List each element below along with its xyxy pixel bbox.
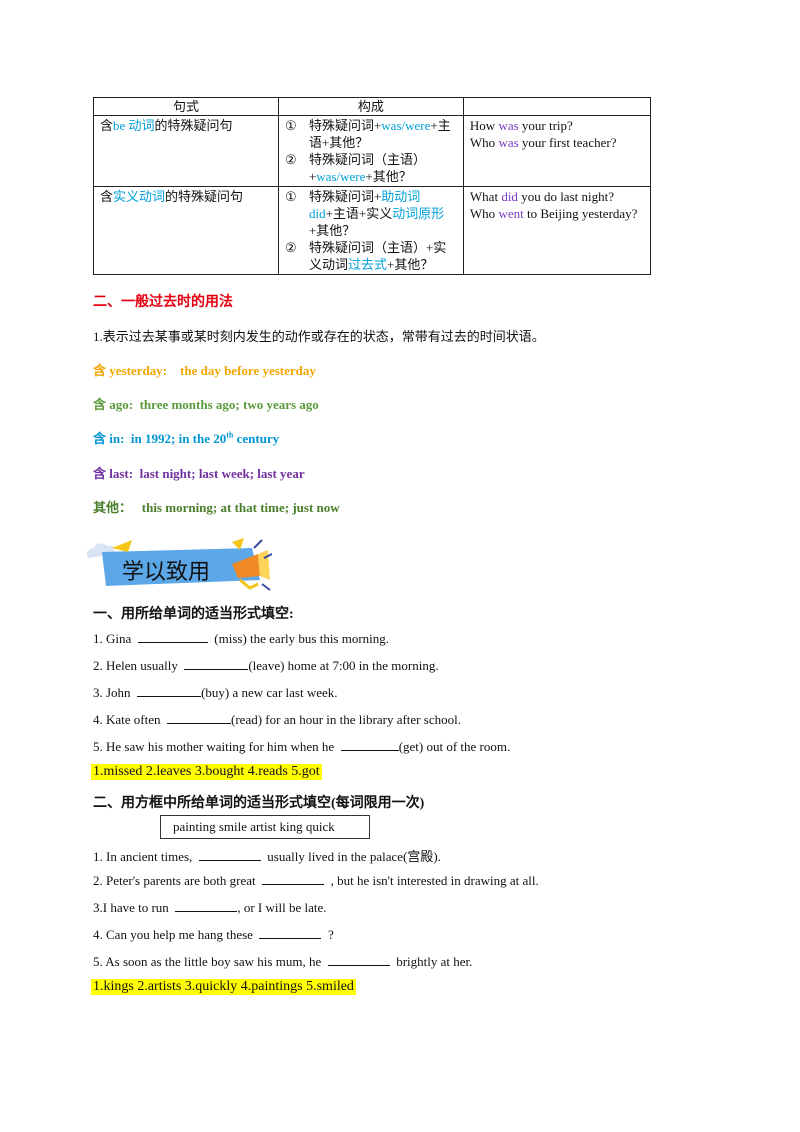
table-header-row: 句式 构成 [93, 97, 652, 116]
list-item: 2. Peter's parents are both great , but … [93, 872, 539, 888]
time-line-in: 含 in: in 1992; in the 20th century [93, 430, 280, 446]
list-item: 5. As soon as the little boy saw his mum… [93, 953, 473, 969]
list-item: 1. Gina (miss) the early bus this mornin… [93, 630, 390, 646]
pattern-cell: 含be 动词的特殊疑问句 [93, 115, 279, 187]
answer-blank[interactable] [137, 684, 202, 697]
structure-cell: ① 特殊疑问词+was/were+主语+其他？ ② 特殊疑问词（主语）+was/… [277, 115, 464, 187]
answer-blank[interactable] [262, 872, 325, 885]
answer-blank[interactable] [175, 899, 238, 912]
time-line-other: 其他： this morning; at that time; just now [93, 500, 340, 515]
list-item: 4. Can you help me hang these ? [93, 926, 334, 942]
example-sentence: How was your trip? [469, 118, 573, 133]
list-item: 3.I have to run , or I will be late. [93, 899, 327, 915]
exercise-1-title: 一、用所给单词的适当形式填空: [93, 607, 294, 622]
table-header [462, 97, 652, 116]
exercise-2-title: 二、用方框中所给单词的适当形式填空(每词限用一次) [93, 796, 425, 811]
banner-graphic [86, 538, 272, 591]
section-title: 二、一般过去时的用法 [93, 295, 233, 310]
structure-item: ① 特殊疑问词+助动词did+主语+实义动词原形+其他？ [284, 189, 445, 238]
word-box: painting smile artist king quick [160, 815, 370, 839]
answer-key: 1.kings 2.artists 3.quickly 4.paintings … [91, 979, 356, 995]
grammar-table: 句式 构成 含be 动词的特殊疑问句 ① 特殊疑问词+was/were+主语+其… [93, 97, 652, 275]
banner-title: 学以致用 [122, 560, 211, 585]
banner-ribbon [102, 548, 260, 586]
list-item: 3. John (buy) a new car last week. [93, 684, 338, 700]
time-line-last: 含 last: last night; last week; last year [93, 466, 305, 481]
structure-item: ② 特殊疑问词（主语）+实义动词过去式+其他？ [284, 240, 447, 272]
time-line-yesterday: 含 yesterday: the day before yesterday [93, 363, 316, 378]
answer-key: 1.missed 2.leaves 3.bought 4.reads 5.got [91, 764, 322, 780]
answer-blank[interactable] [340, 738, 399, 751]
example-sentence: Who went to Beijing yesterday? [469, 206, 638, 221]
list-item: 4. Kate often (read) for an hour in the … [93, 711, 461, 727]
table-row: 含实义动词的特殊疑问句 ① 特殊疑问词+助动词did+主语+实义动词原形+其他？… [93, 186, 652, 275]
answer-blank[interactable] [198, 848, 261, 861]
list-item: 2. Helen usually (leave) home at 7:00 in… [93, 657, 439, 673]
table-header: 构成 [277, 97, 464, 116]
answer-blank[interactable] [137, 630, 208, 643]
answer-blank[interactable] [259, 926, 322, 939]
example-sentence: What did you do last night? [469, 189, 614, 204]
structure-cell: ① 特殊疑问词+助动词did+主语+实义动词原形+其他？ ② 特殊疑问词（主语）… [277, 186, 464, 275]
answer-blank[interactable] [184, 657, 249, 670]
structure-item: ① 特殊疑问词+was/were+主语+其他？ [284, 118, 451, 150]
list-item: 5. He saw his mother waiting for him whe… [93, 738, 511, 754]
example-cell: How was your trip? Who was your first te… [462, 115, 652, 187]
answer-blank[interactable] [167, 711, 232, 724]
time-line-ago: 含 ago: three months ago; two years ago [93, 397, 319, 412]
usage-line: 1.表示过去某事或某时刻内发生的动作或存在的状态，常带有过去的时间状语。 [93, 329, 545, 344]
example-sentence: Who was your first teacher? [469, 135, 617, 150]
list-item: 1. In ancient times, usually lived in th… [93, 848, 441, 864]
megaphone-icon [232, 554, 260, 578]
table-header: 句式 [93, 97, 279, 116]
table-row: 含be 动词的特殊疑问句 ① 特殊疑问词+was/were+主语+其他？ ② 特… [93, 115, 652, 187]
example-cell: What did you do last night? Who went to … [462, 186, 652, 275]
pattern-cell: 含实义动词的特殊疑问句 [93, 186, 279, 275]
structure-item: ② 特殊疑问词（主语）+was/were+其他？ [284, 152, 426, 184]
answer-blank[interactable] [327, 953, 390, 966]
